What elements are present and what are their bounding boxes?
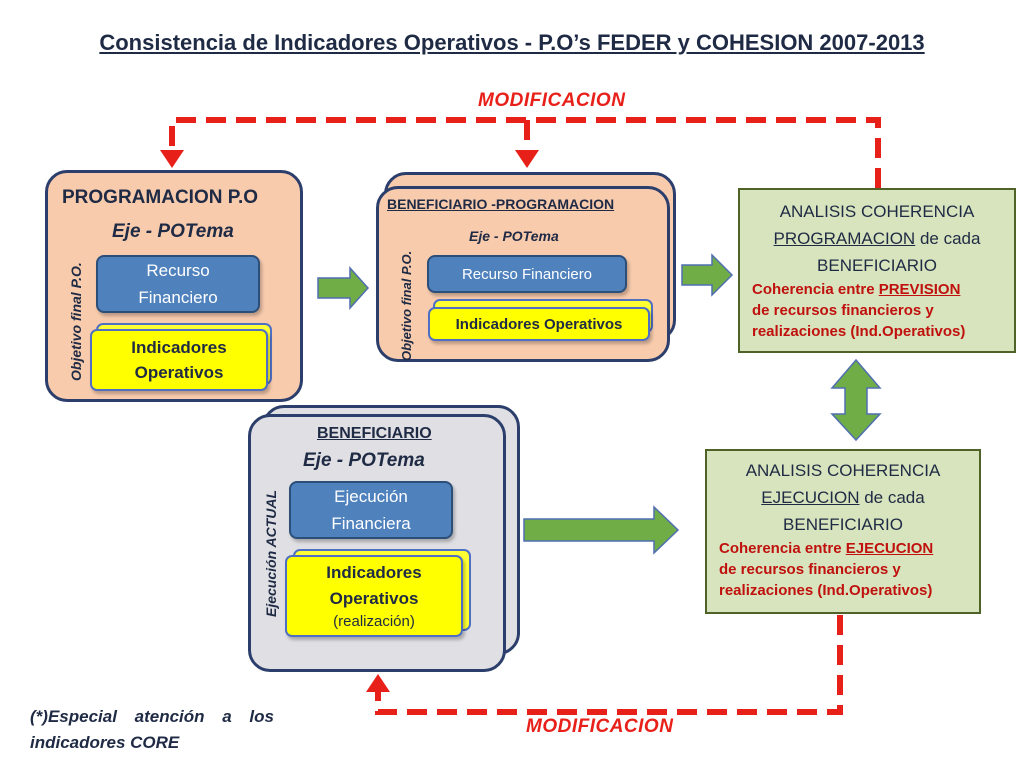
beneficiario-indicators-line3: (realización)	[333, 613, 415, 630]
footnote-line2: indicadores CORE	[30, 733, 180, 752]
beneficiario-indicators-line2: Operativos	[329, 589, 419, 608]
bottom-modification-loop-arrow	[366, 615, 843, 715]
analysis-programacion-line2-rest: de cada	[915, 229, 981, 248]
programacion-indicators-box: Indicadores Operativos	[90, 329, 268, 391]
programacion-financial-box: Recurso Financiero	[96, 255, 260, 313]
programacion-title: PROGRAMACION P.O	[62, 187, 259, 208]
programacion-axis: Eje - POTema	[112, 221, 234, 242]
beneficiario-title: BENEFICIARIO	[317, 425, 432, 442]
green-double-arrow	[830, 358, 882, 442]
beneficiario-programacion-panel: BENEFICIARIO -PROGRAMACION Eje - POTema …	[376, 186, 670, 362]
beneficiario-indicators-box: Indicadores Operativos (realización)	[285, 555, 463, 637]
analysis-ejecucion-line3: BENEFICIARIO	[783, 515, 903, 534]
beneficiario-programacion-financial-box: Recurso Financiero	[427, 255, 627, 293]
green-block-arrow-2	[681, 253, 734, 297]
beneficiario-vertical-label: Ejecución ACTUAL	[263, 489, 279, 617]
modification-label-top: MODIFICACION	[478, 90, 626, 111]
beneficiario-axis: Eje - POTema	[303, 450, 425, 471]
beneficiario-indicators-line1: Indicadores	[326, 563, 422, 582]
analysis-ejecucion-detail1-underlined: EJECUCION	[845, 540, 934, 557]
programacion-panel: PROGRAMACION P.O Eje - POTema Objetivo f…	[45, 170, 303, 402]
analysis-programacion-line2-underlined: PROGRAMACION	[773, 229, 916, 248]
analysis-programacion-line1: ANALISIS COHERENCIA	[779, 202, 975, 221]
analysis-programacion-line3: BENEFICIARIO	[817, 256, 937, 275]
analysis-ejecucion-line2-rest: de cada	[859, 488, 925, 507]
analysis-ejecucion-detail3: realizaciones (Ind.Operativos)	[719, 582, 933, 599]
analysis-ejecucion-line2: EJECUCION de cada	[707, 484, 979, 511]
beneficiario-programacion-indicators-box: Indicadores Operativos	[428, 307, 650, 341]
analysis-programacion-detail1: Coherencia entre PREVISION	[740, 279, 1014, 300]
analysis-programacion-detail2: de recursos financieros y	[752, 302, 934, 319]
programacion-vertical-label: Objetivo final P.O.	[68, 262, 84, 381]
analysis-ejecucion-detail1-prefix: Coherencia entre	[719, 540, 846, 557]
footnote-line1: (*)Especial atención a los	[30, 707, 274, 726]
analysis-programacion-detail1-prefix: Coherencia entre	[752, 281, 879, 298]
analysis-ejecucion-detail2: de recursos financieros y	[719, 561, 901, 578]
beneficiario-programacion-axis: Eje - POTema	[469, 228, 559, 244]
beneficiario-financial-box: Ejecución Financiera	[289, 481, 453, 539]
analysis-programacion-panel: ANALISIS COHERENCIA PROGRAMACION de cada…	[738, 188, 1016, 353]
top-modification-loop-arrow	[160, 117, 881, 188]
green-block-arrow-3	[523, 505, 680, 555]
analysis-ejecucion-line1: ANALISIS COHERENCIA	[745, 461, 941, 480]
analysis-ejecucion-line2-underlined: EJECUCION	[761, 488, 860, 507]
beneficiario-panel: BENEFICIARIO Eje - POTema Ejecución ACTU…	[248, 414, 506, 672]
analysis-programacion-detail3: realizaciones (Ind.Operativos)	[752, 323, 966, 340]
beneficiario-programacion-vertical-label: Objetivo final P.O.	[399, 250, 414, 361]
analysis-ejecucion-panel: ANALISIS COHERENCIA EJECUCION de cada BE…	[705, 449, 981, 614]
modification-label-bottom: MODIFICACION	[526, 716, 674, 737]
page-title: Consistencia de Indicadores Operativos -…	[99, 30, 925, 55]
footnote: (*)Especial atención a los indicadores C…	[30, 704, 274, 756]
analysis-ejecucion-detail1: Coherencia entre EJECUCION	[707, 538, 979, 559]
analysis-programacion-line2: PROGRAMACION de cada	[740, 225, 1014, 252]
beneficiario-programacion-title: BENEFICIARIO -PROGRAMACION	[387, 196, 615, 212]
green-block-arrow-1	[317, 266, 370, 310]
analysis-programacion-detail1-underlined: PREVISION	[878, 281, 961, 298]
